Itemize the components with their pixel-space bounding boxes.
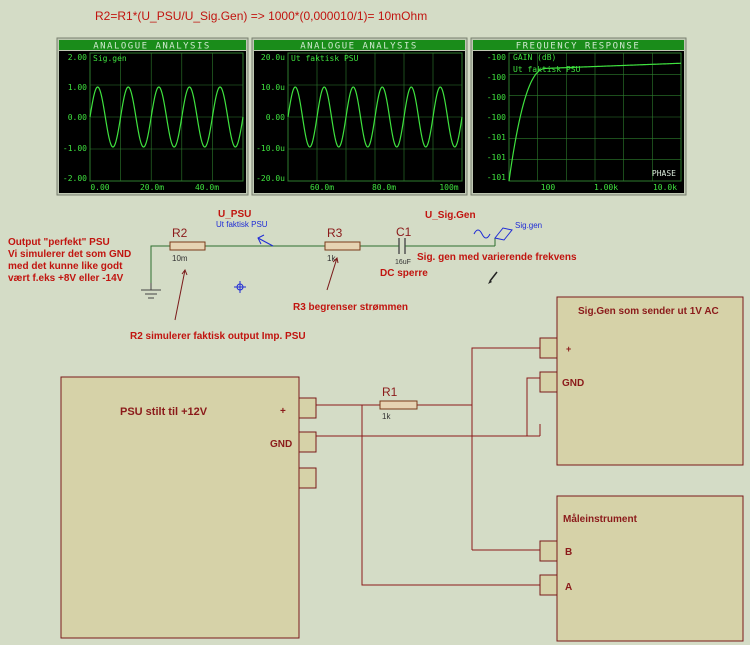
siggen-plus-label: +: [566, 344, 571, 354]
meter-b-label: B: [565, 547, 572, 558]
r2-name: R2: [172, 226, 188, 240]
output-perfekt-note: Output "perfekt" PSU Vi simulerer det so…: [8, 237, 134, 284]
graph2-ytick: -20.0u: [256, 174, 285, 183]
c1-name: C1: [396, 225, 412, 239]
meter-a-label: A: [565, 582, 572, 593]
graph3-trace-label2: Ut faktisk PSU: [513, 65, 581, 74]
block-diagram: R1 1k PSU stilt til +12V + GND Sig.Gen s…: [60, 296, 744, 642]
graph1-xtick: 40.0m: [195, 183, 219, 192]
pencil-icon[interactable]: [488, 271, 498, 284]
graph-analogue-1[interactable]: ANALOGUE ANALYSIS Sig.gen 2.00 1.00 0.00…: [56, 37, 249, 196]
sig-gen-source-label: Sig.gen: [515, 221, 542, 230]
graph1-trace: [89, 86, 244, 148]
graph1-trace-label: Sig.gen: [93, 54, 127, 63]
graph2-ytick: -10.0u: [256, 144, 285, 153]
graph3-trace: [508, 62, 682, 182]
graph2-ytick: 20.0u: [261, 53, 285, 62]
r3-value: 1k: [327, 254, 336, 263]
resistor-r1[interactable]: [379, 400, 418, 410]
psu-gnd-label: GND: [270, 439, 292, 450]
siggen-title: Sig.Gen som sender ut 1V AC: [578, 306, 719, 317]
graph1-ytick: 2.00: [68, 53, 87, 62]
r3-note-arrow: [326, 256, 339, 291]
graph3-ytick: -101: [487, 133, 506, 142]
capacitor-c1[interactable]: [390, 238, 415, 254]
graph3-grid: [509, 53, 681, 181]
psu-title: PSU stilt til +12V: [120, 406, 208, 418]
siggen-gnd-label: GND: [562, 378, 584, 389]
note-line: med det kunne like godt: [8, 261, 123, 272]
schematic-circuit: R2 10m R3 1k C1 16uF DC sperre Sig.gen U…: [8, 209, 577, 342]
r2-note-arrow: [174, 268, 188, 321]
siggen-block[interactable]: Sig.Gen som sender ut 1V AC + GND: [539, 296, 744, 466]
note-line: Output "perfekt" PSU: [8, 237, 110, 248]
graph1-title: ANALOGUE ANALYSIS: [93, 42, 211, 52]
graph2-title: ANALOGUE ANALYSIS: [300, 42, 418, 52]
r1-value: 1k: [382, 412, 391, 421]
graph2-ytick: 0.00: [266, 113, 285, 122]
dc-sperre-label: DC sperre: [380, 268, 428, 279]
graph3-ytick: -100: [487, 113, 506, 122]
psu-plus-label: +: [280, 406, 286, 417]
r2-note: R2 simulerer faktisk output Imp. PSU: [130, 331, 306, 342]
graph2-ytick: 10.0u: [261, 83, 285, 92]
resistor-r3[interactable]: [324, 241, 361, 251]
r3-note: R3 begrenser strømmen: [293, 302, 408, 313]
signal-source-symbol[interactable]: [473, 227, 513, 241]
graph1-ytick: -1.00: [63, 144, 87, 153]
graph1-ytick: 0.00: [68, 113, 87, 122]
graph3-ytick: -100: [487, 73, 506, 82]
r2-value: 10m: [172, 254, 188, 263]
graph3-ytick: -100: [487, 53, 506, 62]
resistor-r2[interactable]: [169, 241, 206, 251]
graph2-trace-label: Ut faktisk PSU: [291, 54, 359, 63]
graph3-xtick: 10.0k: [653, 183, 677, 192]
graph-frequency-response[interactable]: FREQUENCY RESPONSE GAIN (dB) Ut faktisk …: [470, 37, 687, 196]
crosshair-marker: [234, 281, 246, 293]
graph1-xtick: 20.0m: [140, 183, 164, 192]
graph3-xtick: 100: [541, 183, 556, 192]
psu-pin-gnd[interactable]: [298, 431, 317, 453]
graph1-ytick: 1.00: [68, 83, 87, 92]
note-line: Vi simulerer det som GND: [8, 249, 131, 260]
meter-block[interactable]: Måleinstrument B A: [539, 495, 744, 642]
c1-value: 16uF: [395, 259, 411, 266]
graph3-xtick: 1.00k: [594, 183, 618, 192]
meter-pin-a[interactable]: [539, 574, 558, 596]
u-sig-gen-label: U_Sig.Gen: [425, 210, 476, 221]
graph2-trace: [287, 86, 463, 148]
graph3-phase-label: PHASE: [652, 169, 676, 178]
probe-psu-label: Ut faktisk PSU: [216, 220, 268, 229]
meter-title: Måleinstrument: [563, 513, 638, 525]
graph2-xtick: 80.0m: [372, 183, 396, 192]
formula-text: R2=R1*(U_PSU/U_Sig.Gen) => 1000*(0,00001…: [95, 9, 427, 23]
graph1-xtick: 0.00: [90, 183, 109, 192]
r1-name: R1: [382, 385, 398, 399]
r3-name: R3: [327, 226, 343, 240]
meter-pin-b[interactable]: [539, 540, 558, 562]
psu-pin-plus[interactable]: [298, 397, 317, 419]
siggen-pin-gnd[interactable]: [539, 371, 558, 393]
graph3-title: FREQUENCY RESPONSE: [516, 42, 641, 52]
graph3-trace-label: GAIN (dB): [513, 53, 556, 62]
graph-analogue-2[interactable]: ANALOGUE ANALYSIS Ut faktisk PSU 20.0u 1…: [251, 37, 468, 196]
u-psu-label: U_PSU: [218, 209, 251, 220]
graph1-ytick: -2.00: [63, 174, 87, 183]
graph3-ytick: -100: [487, 93, 506, 102]
siggen-pin-plus[interactable]: [539, 337, 558, 359]
psu-pin-3[interactable]: [298, 467, 317, 489]
voltage-probe-arrow[interactable]: [257, 234, 274, 247]
graph2-xtick: 60.0m: [310, 183, 334, 192]
sig-gen-desc: Sig. gen med varierende frekvens: [417, 252, 577, 263]
graph3-ytick: -101: [487, 153, 506, 162]
graph2-xtick: 100m: [439, 183, 458, 192]
psu-block[interactable]: PSU stilt til +12V + GND: [60, 376, 317, 639]
note-line: vært f.eks +8V eller -14V: [8, 273, 124, 284]
ground-symbol[interactable]: [141, 283, 161, 299]
graph3-ytick: -101: [487, 173, 506, 182]
